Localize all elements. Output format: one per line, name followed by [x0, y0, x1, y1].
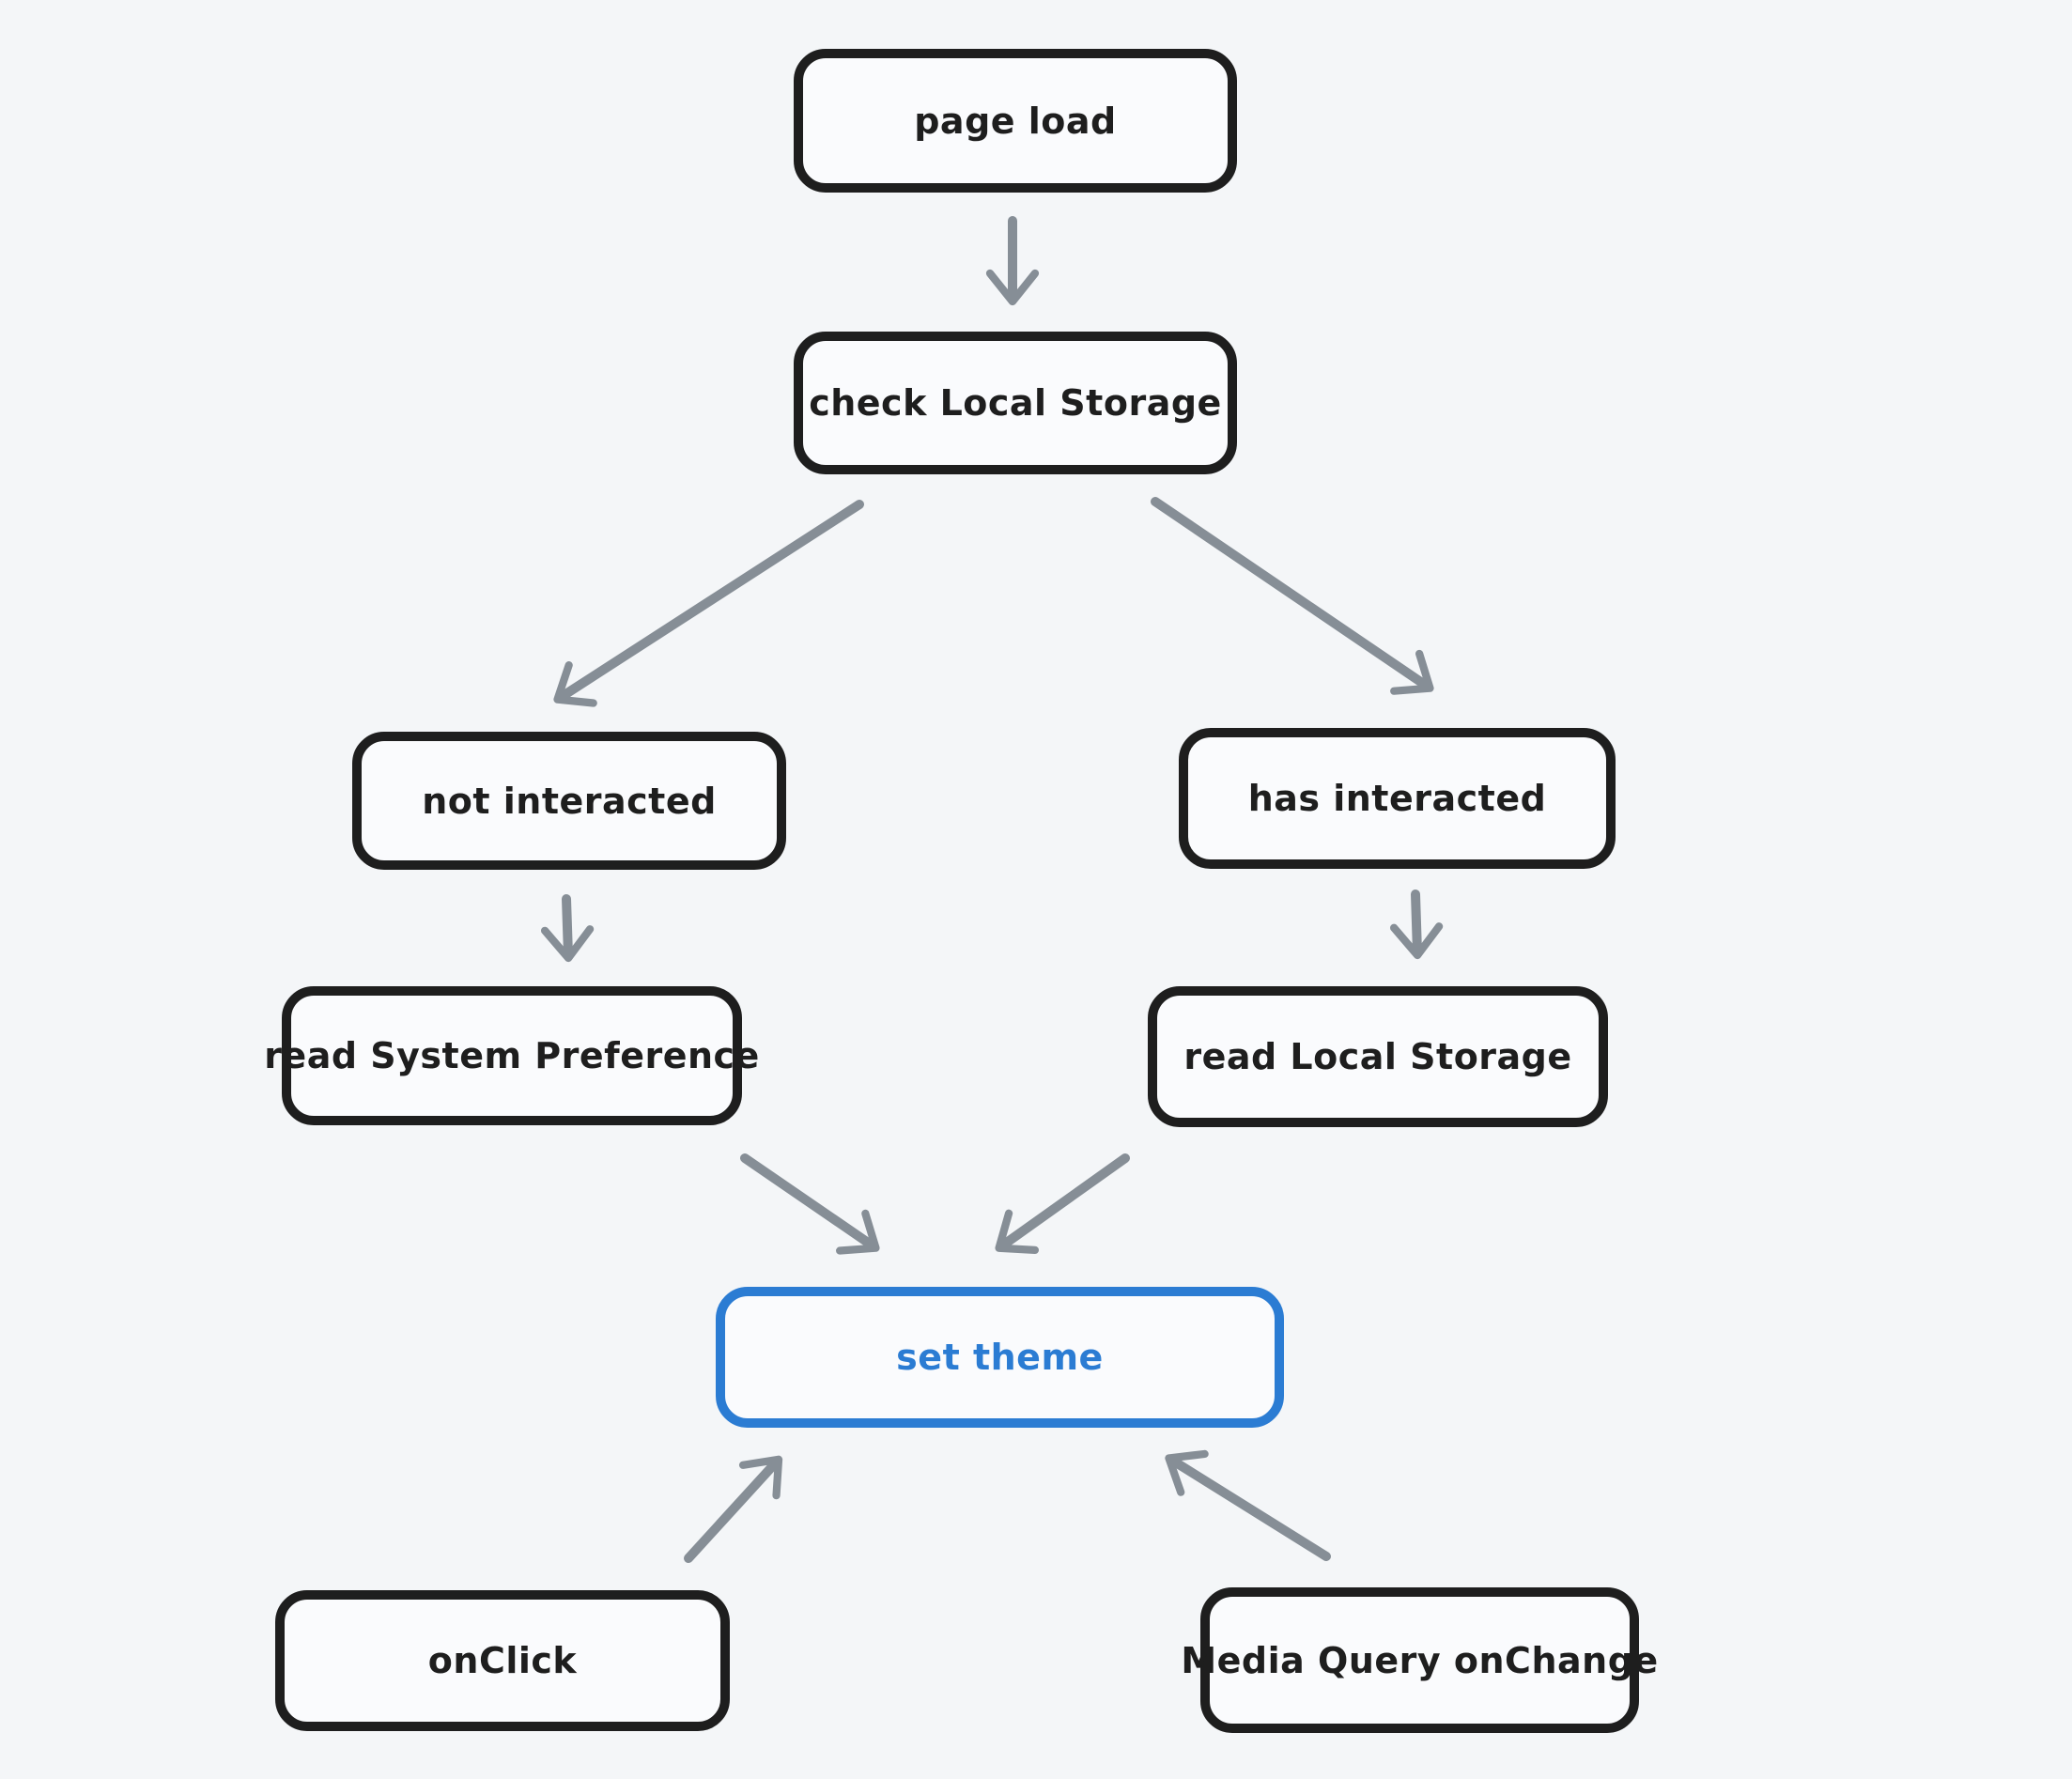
edge-mediaqueryonchange-to-settheme [1165, 1449, 1331, 1561]
edge-checklocalstorage-to-notinteracted [553, 500, 864, 707]
node-not-interacted: not interacted [352, 732, 786, 870]
node-read-system-preference: read System Preference [264, 986, 759, 1125]
node-check-local-storage: check Local Storage [794, 332, 1237, 474]
edge-notinteracted-to-readsystempreference [540, 894, 595, 963]
node-has-interacted: has interacted [1179, 728, 1616, 869]
edge-onclick-to-settheme [684, 1455, 783, 1563]
edge-hasinteracted-to-readlocalstorage [1390, 890, 1444, 960]
node-onclick: onClick [275, 1590, 730, 1731]
node-set-theme: set theme [716, 1287, 1284, 1428]
node-page-load: page load [794, 49, 1237, 193]
node-read-local-storage: read Local Storage [1148, 986, 1608, 1127]
node-media-query-onchange: Media Query onChange [1181, 1587, 1658, 1733]
edge-readsystempreference-to-settheme [740, 1153, 880, 1255]
edge-readlocalstorage-to-settheme [995, 1153, 1130, 1255]
edge-checklocalstorage-to-hasinteracted [1151, 497, 1434, 695]
